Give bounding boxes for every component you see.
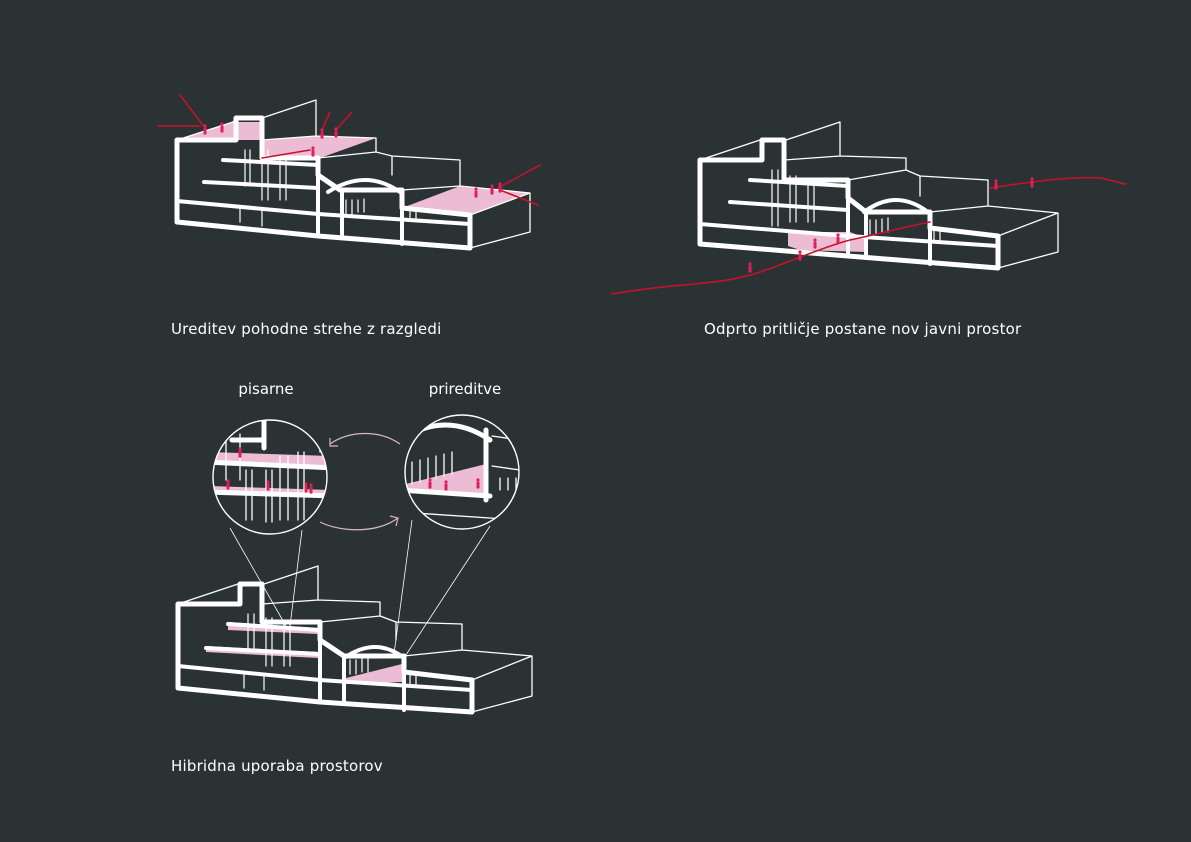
floor-slab: [728, 200, 850, 212]
arrow-top-head: [329, 438, 338, 447]
view-rays: [157, 94, 541, 206]
section-walls: [318, 638, 406, 712]
building-roof-terrace: [157, 94, 541, 251]
public-path: [611, 176, 1127, 295]
columns: [771, 169, 815, 227]
floor-slab: [176, 664, 474, 692]
floor-slab: [202, 180, 320, 190]
vault: [326, 178, 402, 194]
columns: [243, 613, 291, 691]
building-hybrid-use: [175, 565, 533, 715]
floor-slab: [226, 622, 322, 632]
louvres: [869, 217, 941, 241]
louvres: [349, 657, 417, 685]
caption-roof-terrace: Ureditev pohodne strehe z razgledi: [171, 320, 442, 338]
terrace-highlight: [177, 122, 262, 140]
zoom-label-offices: pisarne: [238, 380, 294, 398]
arrow-top: [329, 433, 401, 445]
zoom-connectors: [229, 519, 491, 659]
vault: [862, 198, 930, 214]
section-walls: [846, 196, 932, 266]
event-highlight: [346, 664, 402, 684]
floor-slab: [748, 178, 850, 188]
zoom-circle-offices: [212, 419, 328, 535]
louvres: [345, 198, 417, 219]
floor-slab: [221, 158, 320, 167]
isometric-edges: [176, 99, 531, 249]
arrow-bottom-head: [389, 515, 399, 527]
zoom-label-events: prireditve: [428, 380, 502, 398]
caption-hybrid-use: Hibridna uporaba prostorov: [171, 757, 383, 775]
floor-slab: [204, 646, 322, 656]
section-walls: [316, 173, 404, 246]
zoom-circle-events: [404, 414, 520, 530]
vault: [342, 645, 406, 660]
arrow-bottom: [319, 517, 399, 531]
isometric-edges: [699, 121, 1059, 269]
terrace-highlight: [402, 186, 530, 215]
caption-open-ground-floor: Odprto pritličje postane nov javni prost…: [704, 320, 1022, 338]
building-open-ground-floor: [611, 121, 1127, 295]
columns: [239, 149, 287, 227]
isometric-edges: [177, 565, 533, 713]
